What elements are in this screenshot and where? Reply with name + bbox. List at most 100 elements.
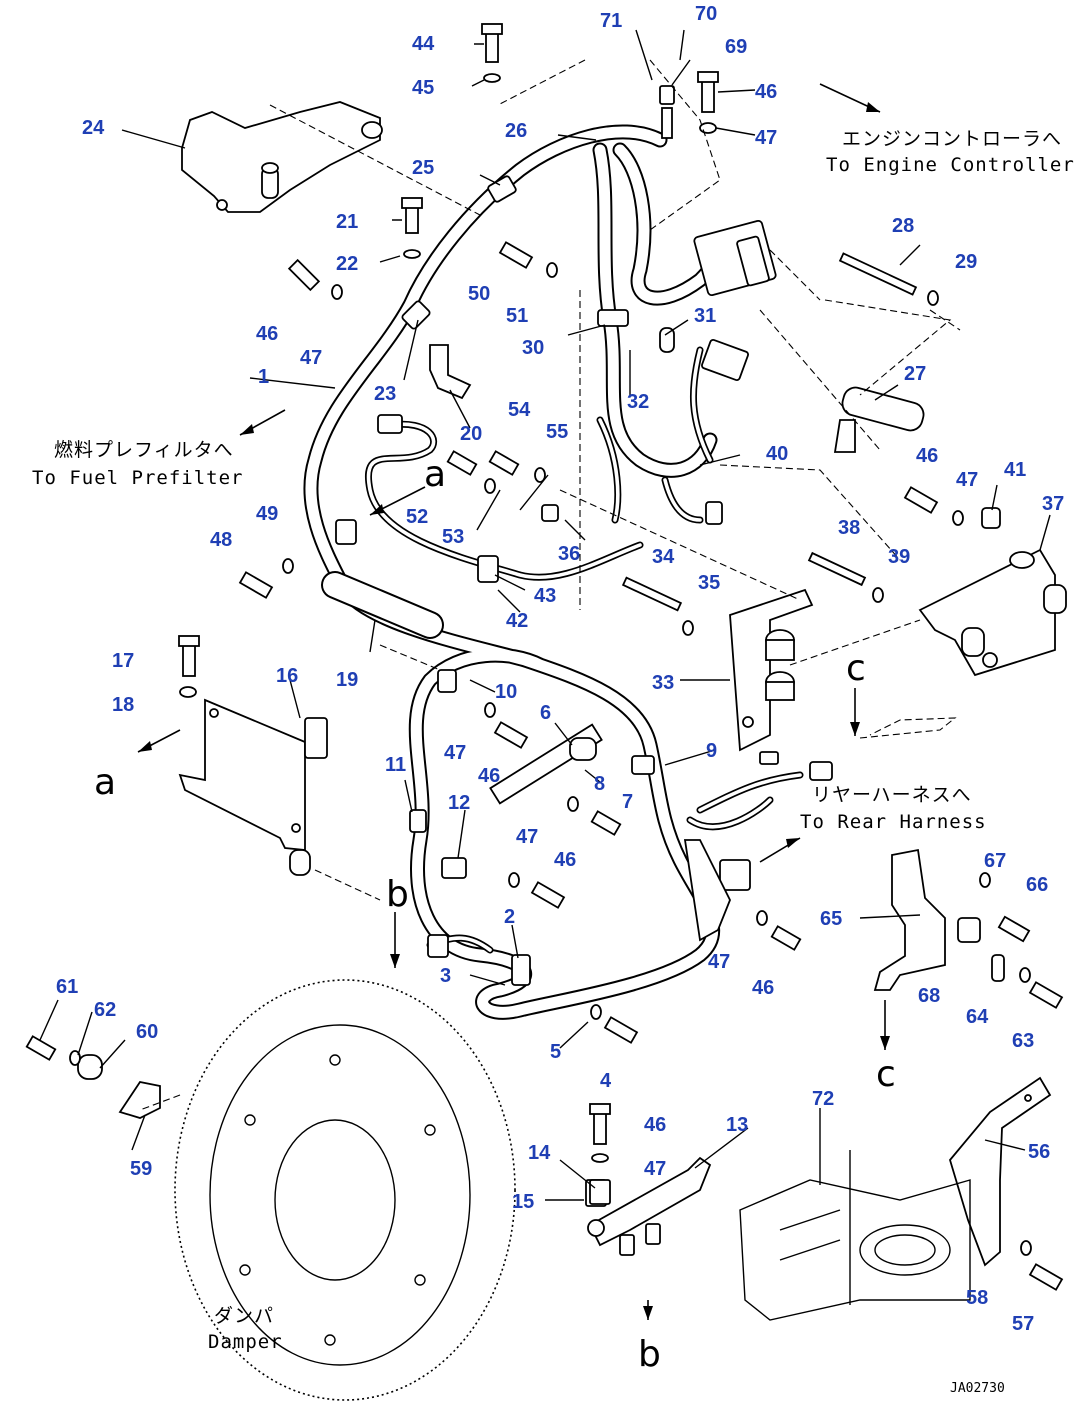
callout-48: 48 [210,529,232,551]
bracket-37 [918,548,1067,677]
callout-22: 22 [336,253,358,275]
callout-70: 70 [695,3,717,25]
callout-61: 61 [56,976,78,998]
callout-8: 8 [594,773,605,795]
ref-a-upper: a [424,454,446,495]
annotations: エンジンコントローラへ To Engine Controller 燃料プレフィル… [32,128,1075,1396]
callout-13: 13 [726,1114,748,1136]
callout-20: 20 [460,423,482,445]
callout-52: 52 [406,506,428,528]
callout-51: 51 [506,305,528,327]
callout-62: 62 [94,999,116,1021]
note-fuel-prefilter-jp: 燃料プレフィルタへ [54,439,234,461]
callout-9: 9 [706,740,717,762]
callout-6: 6 [540,702,551,724]
callout-53: 53 [442,526,464,548]
view-refs: a a b b c c [94,454,896,1375]
damper-disc [174,979,516,1401]
ref-c-lower: c [876,1054,896,1095]
ref-c-upper: c [846,648,866,689]
bracket-27 [833,386,925,453]
callout-35: 35 [698,572,720,594]
callout-14: 14 [528,1142,551,1164]
callout-5: 5 [550,1041,561,1063]
callout-50: 50 [468,283,490,305]
callout-29: 29 [955,251,977,273]
callout-47: 47 [708,951,730,973]
callout-67: 67 [984,850,1006,872]
callout-33: 33 [652,672,674,694]
callout-71: 71 [600,10,622,32]
callout-65: 65 [820,908,842,930]
callout-37: 37 [1042,493,1064,515]
reference-lines [139,59,961,1111]
callout-38: 38 [838,517,860,539]
callout-47: 47 [644,1158,666,1180]
callout-49: 49 [256,503,278,525]
note-fuel-prefilter-en: To Fuel Prefilter [32,467,243,489]
callout-28: 28 [892,215,914,237]
callout-12: 12 [448,792,470,814]
callout-16: 16 [276,665,298,687]
engine-mount-72 [739,1150,971,1321]
callout-34: 34 [652,546,675,568]
ref-b-left: b [386,874,409,915]
callout-55: 55 [546,421,568,443]
callout-63: 63 [1012,1030,1034,1052]
callout-47: 47 [444,742,466,764]
callouts: 44 45 71 70 69 46 47 24 26 25 21 22 50 5… [56,3,1064,1335]
callout-3: 3 [440,965,451,987]
callout-47: 47 [516,826,538,848]
bracket-33 [729,588,814,752]
callout-26: 26 [505,120,527,142]
cover-bracket-24 [181,101,383,213]
callout-46: 46 [755,81,777,103]
main-harness [303,124,738,1020]
callout-2: 2 [504,906,515,928]
ref-b-bottom: b [638,1334,661,1375]
note-rear-harness-jp: リヤーハーネスへ [812,784,972,806]
callout-7: 7 [622,791,633,813]
callout-18: 18 [112,694,134,716]
callout-46: 46 [752,977,774,999]
ref-a-left: a [94,762,116,803]
callout-58: 58 [966,1287,988,1309]
callout-36: 36 [558,543,580,565]
bolts [25,23,1064,1291]
bracket-20 [429,344,472,400]
bracket-65 [873,848,981,991]
callout-68: 68 [918,985,940,1007]
callout-11: 11 [385,754,406,776]
callout-4: 4 [600,1070,612,1092]
callout-54: 54 [508,399,531,421]
leader-lines [39,29,1051,1201]
note-rear-harness-en: To Rear Harness [800,811,987,833]
callout-46: 46 [644,1114,666,1136]
clamp-59-60 [77,1054,161,1119]
callout-57: 57 [1012,1313,1034,1335]
direction-arrows [137,83,957,1320]
bracket-56 [948,1076,1052,1267]
callout-1: 1 [258,366,269,388]
drawing-code: JA02730 [950,1381,1005,1396]
callout-72: 72 [812,1088,834,1110]
callout-47: 47 [300,347,322,369]
callout-17: 17 [112,650,134,672]
callout-31: 31 [694,305,716,327]
callout-60: 60 [136,1021,158,1043]
line-art [25,23,1067,1401]
note-engine-controller-en: To Engine Controller [826,154,1075,176]
callout-41: 41 [1004,459,1026,481]
callout-24: 24 [82,117,105,139]
callout-46: 46 [256,323,278,345]
callout-43: 43 [534,585,556,607]
callout-30: 30 [522,337,544,359]
callout-44: 44 [412,33,435,55]
note-engine-controller-jp: エンジンコントローラへ [842,128,1062,150]
callout-66: 66 [1026,874,1048,896]
callout-46: 46 [554,849,576,871]
callout-45: 45 [412,77,434,99]
callout-19: 19 [336,669,358,691]
callout-47: 47 [755,127,777,149]
